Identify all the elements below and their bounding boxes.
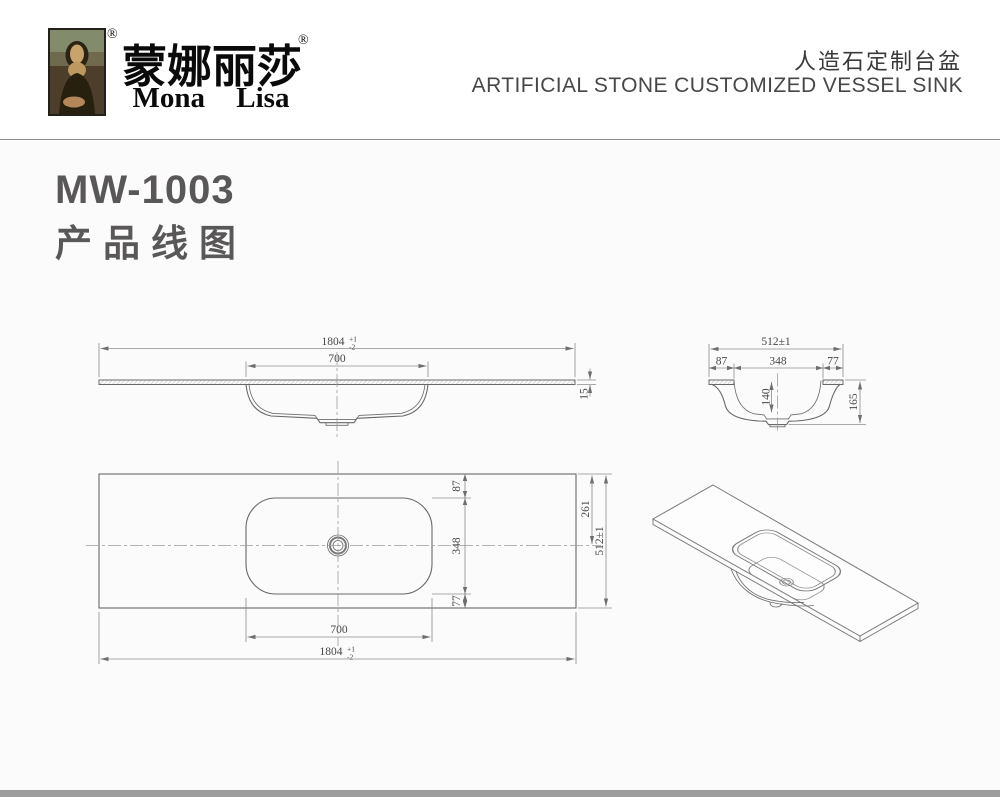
brand-name-english: Mona Lisa xyxy=(132,82,290,114)
dim-label-basin-width-plan: 700 xyxy=(330,624,348,636)
registered-trademark-icon: ® xyxy=(298,33,309,48)
drain-iso xyxy=(779,578,794,587)
page-title: 产品线图 xyxy=(55,223,247,264)
dim-thickness: 15 xyxy=(577,368,596,400)
dim-chain-side: 87 348 77 xyxy=(709,356,843,379)
dim-label-thickness: 15 xyxy=(579,388,591,400)
dim-overall-depth-plan: 512±1 xyxy=(578,475,612,609)
dim-label-basin-length-plan: 348 xyxy=(451,537,463,555)
drain-stub-iso xyxy=(769,602,783,608)
dim-label-tol-minus-plan: -2 xyxy=(347,653,353,662)
front-view: 1804 +1 -2 700 xyxy=(98,335,596,438)
bowl-bottom-iso xyxy=(748,556,825,601)
product-category-chinese: 人造石定制台盆 xyxy=(793,49,962,74)
flange-left-section xyxy=(708,379,735,385)
dim-label-overall-width-plan: 1804 xyxy=(320,646,343,658)
countertop-thickness-edges xyxy=(652,519,919,643)
dim-bowl-depth: 140 xyxy=(761,382,774,413)
dim-label-basin-length: 348 xyxy=(769,356,787,368)
isometric-view xyxy=(651,484,920,643)
dim-label-center-offset: 261 xyxy=(580,500,592,518)
dim-overall-width-front: 1804 +1 -2 xyxy=(98,335,576,377)
dim-label-bottom-margin: 77 xyxy=(451,595,463,607)
dim-overall-width-plan: 1804 +1 -2 xyxy=(98,612,577,664)
countertop-top-face xyxy=(651,484,920,637)
dim-overall-depth-side: 512±1 xyxy=(708,336,844,377)
header-divider xyxy=(0,139,1000,140)
dim-label-overall-depth: 512±1 xyxy=(761,336,791,348)
dim-label-overall-width: 1804 xyxy=(322,336,345,348)
dim-overall-height: 165 xyxy=(788,379,866,426)
dim-label-tol-plus-plan: +1 xyxy=(347,645,355,654)
dim-label-top-margin: 87 xyxy=(451,480,463,492)
dim-label-front-margin: 87 xyxy=(716,356,728,368)
bottom-gray-strip xyxy=(0,790,1000,797)
dim-label-tol-plus: +1 xyxy=(349,335,357,344)
basin-outline xyxy=(245,497,433,595)
flange-right-section xyxy=(822,379,844,385)
dim-center-offset: 261 xyxy=(578,473,612,544)
registered-trademark-icon: ® xyxy=(107,27,118,42)
dim-label-overall-depth-plan: 512±1 xyxy=(594,526,606,556)
product-category-english: ARTIFICIAL STONE CUSTOMIZED VESSEL SINK xyxy=(471,74,963,97)
bowl-underside-iso xyxy=(730,568,815,608)
basin-iso xyxy=(731,529,842,601)
drawing-area-background xyxy=(0,140,1000,790)
side-view: 512±1 87 348 77 xyxy=(708,336,866,431)
plan-view: 87 348 77 261 512±1 700 xyxy=(86,461,612,664)
model-number: MW-1003 xyxy=(55,168,235,212)
side-section-profile xyxy=(708,379,844,428)
dim-chain-plan: 87 348 77 xyxy=(432,474,471,608)
countertop-outline xyxy=(98,473,577,609)
dim-label-back-margin: 77 xyxy=(827,356,839,368)
mona-lisa-painting-logo xyxy=(48,28,106,116)
dim-label-overall-height: 165 xyxy=(848,393,860,411)
dim-basin-width-plan: 700 xyxy=(245,598,433,642)
dim-label-bowl-depth: 140 xyxy=(761,388,773,406)
dim-label-tol-minus: -2 xyxy=(349,343,355,352)
brand-name-chinese: 蒙娜丽莎 xyxy=(122,42,303,92)
